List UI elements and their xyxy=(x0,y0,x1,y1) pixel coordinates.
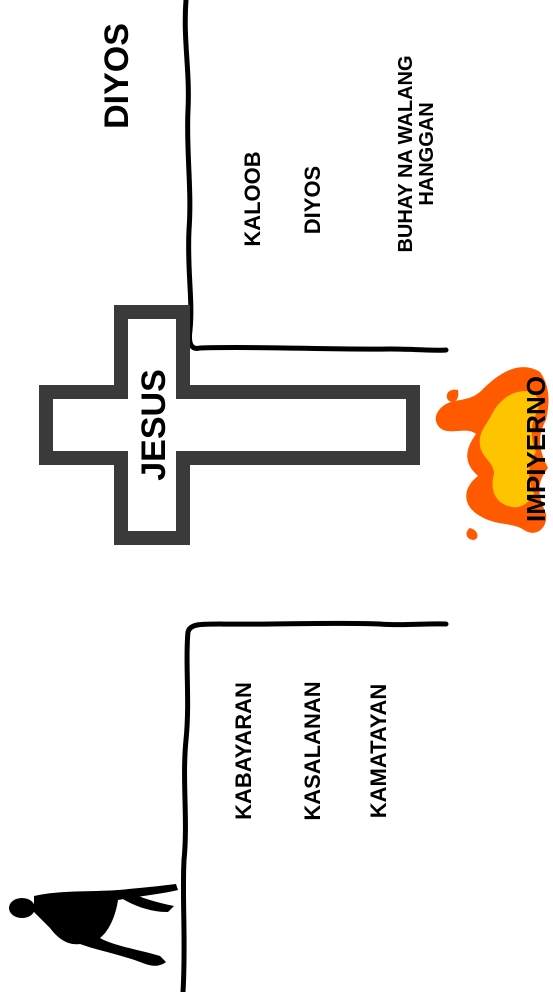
cross-icon xyxy=(39,305,420,545)
human-side-item-kasalanan: KASALANAN xyxy=(300,681,325,821)
god-side-item-buhay-na-walang-hanggan: BUHAY NA WALANG HANGGAN xyxy=(395,55,438,253)
human-side-item-kabayaran: KABAYARAN xyxy=(231,682,256,820)
god-side-item-diyos: DIYOS xyxy=(300,165,325,235)
cross-label-jesus: JESUS xyxy=(135,369,173,481)
god-side-title: DIYOS xyxy=(98,23,136,129)
flame-icon xyxy=(435,367,549,540)
human-side-cliff-line xyxy=(180,620,449,992)
god-side-cliff-line xyxy=(182,0,449,353)
human-side-item-kamatayan: KAMATAYAN xyxy=(366,683,391,819)
chasm-label-impiyerno: IMPIYERNO xyxy=(521,376,551,522)
walking-person-icon xyxy=(9,884,178,966)
god-side-item-kaloob: KALOOB xyxy=(240,151,265,247)
